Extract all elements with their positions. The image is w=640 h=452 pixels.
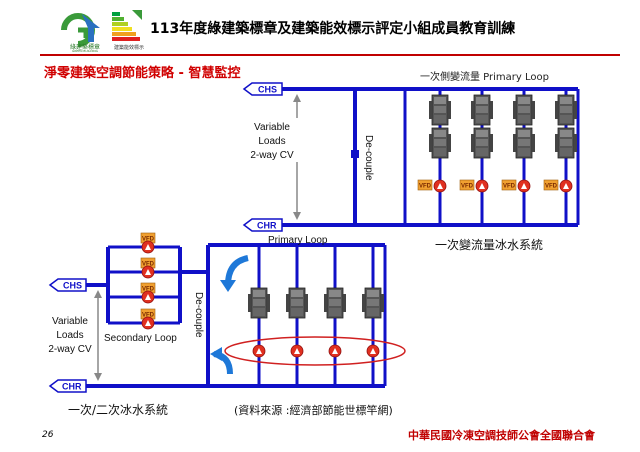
top-chiller-column-2: VFD [459, 89, 494, 225]
top-loads-line-2: Loads [258, 136, 285, 147]
energy-label-logo-text: 建築能效標示 [113, 45, 144, 51]
top-chiller-column-3: VFD [501, 89, 536, 225]
bottom-chiller-column-4 [361, 245, 385, 386]
top-chiller-column-4: VFD [543, 89, 578, 225]
chr-tag [48, 379, 87, 393]
pump-icon [433, 179, 447, 193]
footer-organization: 中華民國冷凍空調技師公會全國聯合會 [408, 429, 595, 442]
pump-icon [517, 179, 531, 193]
energy-label-icon [112, 10, 142, 41]
vfd-label: VFD [419, 184, 432, 190]
chiller-icon [285, 287, 309, 319]
chiller-icon [247, 287, 271, 319]
chiller-icon [512, 94, 536, 126]
bottom-caption: 一次/二次冰水系統 [68, 403, 168, 417]
vfd-label: VFD [142, 287, 155, 293]
top-chr-label: CHR [257, 221, 277, 231]
pump-icon [559, 179, 573, 193]
bottom-diagram: CHS CHR Variable Loads 2-way CV Primary … [44, 232, 406, 417]
chiller-icon [361, 287, 385, 319]
chs-tag [48, 278, 87, 292]
green-building-logo [60, 8, 104, 52]
pump-icon [366, 344, 380, 358]
bottom-chr-label: CHR [62, 382, 82, 392]
chs-tag [242, 82, 283, 96]
vfd-label: VFD [142, 237, 155, 243]
vfd-label: VFD [142, 313, 155, 319]
primary-loop-label: Primary Loop [268, 235, 328, 246]
bottom-chiller-column-1 [247, 245, 271, 386]
chr-tag [242, 218, 283, 232]
chiller-icon [554, 94, 578, 126]
top-chiller-column-1: VFD [417, 89, 452, 225]
chiller-icon [470, 127, 494, 159]
top-caption: 一次變流量冰水系統 [435, 237, 543, 252]
energy-label-logo [110, 8, 146, 48]
bottom-decouple-label: De-couple [193, 292, 204, 338]
chiller-icon [428, 94, 452, 126]
top-diagram: VFD VFD VFD VFD CHS CHR [242, 70, 580, 252]
pump-icon [290, 344, 304, 358]
chiller-icon [470, 94, 494, 126]
vfd-label: VFD [503, 184, 516, 190]
pump-icon [475, 179, 489, 193]
chiller-icon [323, 287, 347, 319]
bottom-chiller-column-2 [285, 245, 309, 386]
green-building-logo-text: 綠建築標章 [69, 44, 100, 51]
header-divider [40, 54, 620, 56]
pump-icon [328, 344, 342, 358]
source-note: (資料來源 :經濟部節能世標竿網) [234, 403, 393, 417]
chiller-icon [554, 127, 578, 159]
chiller-icon [512, 127, 536, 159]
vfd-label: VFD [545, 184, 558, 190]
pump-icon [141, 316, 155, 330]
slide-subtitle: 淨零建築空調節能策略 - 智慧監控 [44, 66, 241, 81]
chiller-icon [428, 127, 452, 159]
top-chs-label: CHS [258, 85, 277, 95]
vfd-label: VFD [461, 184, 474, 190]
bottom-loads-line-3: 2-way CV [48, 344, 92, 355]
vfd-label: VFD [142, 262, 155, 268]
pump-icon [141, 290, 155, 304]
bottom-chs-label: CHS [63, 281, 82, 291]
top-loads-line-3: 2-way CV [250, 150, 294, 161]
bottom-loads-line-1: Variable [52, 316, 88, 327]
bottom-chiller-column-3 [323, 245, 347, 386]
green-building-logo-sub: GREEN BUILDING [72, 49, 98, 53]
pump-icon [252, 344, 266, 358]
page-title: 113年度綠建築標章及建築能效標示評定小組成員教育訓練 [150, 21, 516, 37]
top-decouple-label: De-couple [363, 135, 374, 181]
top-loop-label: 一次側變流量 Primary Loop [420, 70, 549, 83]
bottom-loads-line-2: Loads [56, 330, 83, 341]
pump-icon [141, 265, 155, 279]
pump-highlight-ellipse [224, 336, 406, 366]
page-number: 26 [42, 430, 54, 440]
pump-icon [141, 240, 155, 254]
top-loads-line-1: Variable [254, 122, 290, 133]
green-building-logo-icon [61, 13, 100, 47]
secondary-loop-label: Secondary Loop [104, 333, 177, 344]
